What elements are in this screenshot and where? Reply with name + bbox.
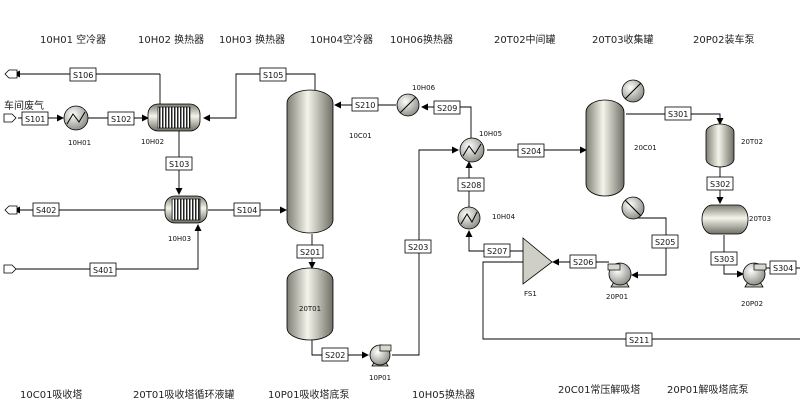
unit-label-10p01: 10P01 <box>369 374 391 382</box>
svg-text:S201: S201 <box>300 248 320 257</box>
pump-20p01[interactable]: 20P01 <box>606 262 632 301</box>
header-10h02: 10H02 换热器 <box>138 35 205 46</box>
feed-label: 车间废气 <box>4 101 44 112</box>
stream-s205[interactable]: S205 <box>651 234 679 249</box>
stream-s401[interactable]: S401 <box>89 262 117 277</box>
svg-text:S211: S211 <box>629 336 649 345</box>
condenser-20c01[interactable] <box>621 79 645 103</box>
header-20p01: 20P01解吸塔底泵 <box>667 385 749 396</box>
stream-s204[interactable]: S204 <box>517 143 545 158</box>
svg-text:S103: S103 <box>169 160 189 169</box>
unit-label-fs1: FS1 <box>524 290 537 298</box>
column-20c01[interactable]: 20C01 <box>585 99 657 197</box>
heater-10h04[interactable]: 10H04 <box>457 206 516 230</box>
unit-label-20p02: 20P02 <box>741 300 763 308</box>
stream-s104[interactable]: S104 <box>233 202 261 217</box>
unit-label-20p01: 20P01 <box>606 293 628 301</box>
svg-text:S302: S302 <box>710 180 730 189</box>
stream-s302[interactable]: S302 <box>706 176 734 191</box>
header-20t03: 20T03收集罐 <box>592 35 654 46</box>
svg-text:S204: S204 <box>521 147 541 156</box>
header-10h03: 10H03 换热器 <box>219 35 286 46</box>
svg-text:S207: S207 <box>487 247 507 256</box>
header-10h04: 10H04空冷器 <box>310 35 373 46</box>
unit-label-10h05: 10H05 <box>479 130 502 138</box>
svg-text:S102: S102 <box>111 115 131 124</box>
svg-text:S203: S203 <box>408 243 428 252</box>
svg-text:S304: S304 <box>773 264 793 273</box>
svg-text:S206: S206 <box>573 258 593 267</box>
stream-s102[interactable]: S102 <box>107 111 135 126</box>
header-20t02: 20T02中间罐 <box>494 35 556 46</box>
column-10c01[interactable]: 10C01 <box>286 89 372 234</box>
unit-label-10h02: 10H02 <box>141 138 164 146</box>
stream-labels: S101 S102 S106 S105 S103 S402 S104 S401 … <box>21 67 797 362</box>
stream-s210[interactable]: S210 <box>351 97 379 112</box>
svg-text:S208: S208 <box>461 181 481 190</box>
tank-20t01[interactable]: 20T01 <box>286 267 334 341</box>
unit-label-20t03: 20T03 <box>749 215 771 223</box>
pump-20p02[interactable]: 20P02 <box>741 262 767 308</box>
svg-text:S303: S303 <box>714 255 734 264</box>
stream-s208[interactable]: S208 <box>457 177 485 192</box>
svg-text:S401: S401 <box>93 266 113 275</box>
stream-s304[interactable]: S304 <box>769 260 797 275</box>
stream-s301[interactable]: S301 <box>664 106 692 121</box>
header-10h01: 10H01 空冷器 <box>40 35 107 46</box>
header-10c01: 10C01吸收塔 <box>20 390 83 401</box>
svg-text:S104: S104 <box>237 206 257 215</box>
svg-text:S210: S210 <box>355 101 375 110</box>
stream-s202[interactable]: S202 <box>321 347 349 362</box>
stream-s211[interactable]: S211 <box>625 332 653 347</box>
unit-label-10h03: 10H03 <box>168 235 191 243</box>
stream-s106[interactable]: S106 <box>69 67 97 82</box>
header-10h05: 10H05换热器 <box>412 390 475 401</box>
exchanger-10h03[interactable]: 10H03 <box>164 195 208 243</box>
stream-s103[interactable]: S103 <box>165 156 193 171</box>
unit-label-20t01: 20T01 <box>299 305 321 313</box>
svg-text:S301: S301 <box>668 110 688 119</box>
svg-text:S209: S209 <box>437 104 457 113</box>
stream-s206[interactable]: S206 <box>569 254 597 269</box>
unit-label-20c01: 20C01 <box>634 144 657 152</box>
unit-label-10h01: 10H01 <box>68 139 91 147</box>
header-20c01: 20C01常压解吸塔 <box>558 385 641 396</box>
header-10h06: 10H06换热器 <box>390 35 453 46</box>
svg-text:S202: S202 <box>325 351 345 360</box>
svg-text:S402: S402 <box>36 206 56 215</box>
header-10p01: 10P01吸收塔底泵 <box>268 390 350 401</box>
unit-label-20t02: 20T02 <box>741 138 763 146</box>
stream-s209[interactable]: S209 <box>433 100 461 115</box>
stream-s105[interactable]: S105 <box>259 67 287 82</box>
pump-10p01[interactable]: 10P01 <box>369 344 392 382</box>
unit-label-10h06: 10H06 <box>412 84 436 92</box>
stream-s207[interactable]: S207 <box>483 243 511 258</box>
reboiler-20c01[interactable] <box>621 196 645 220</box>
svg-text:S101: S101 <box>25 115 45 124</box>
heater-10h05[interactable]: 10H05 <box>459 130 502 163</box>
stream-s203[interactable]: S203 <box>404 239 432 254</box>
svg-text:S105: S105 <box>263 71 283 80</box>
tank-20t03[interactable]: 20T03 <box>701 204 771 235</box>
port-arrows <box>3 69 18 274</box>
heater-10h01[interactable]: 10H01 <box>63 105 91 147</box>
splitter-fs1[interactable]: FS1 <box>522 237 553 298</box>
svg-text:S205: S205 <box>655 238 675 247</box>
stream-s201[interactable]: S201 <box>296 244 324 259</box>
header-20t01: 20T01吸收塔循环液罐 <box>133 390 235 401</box>
unit-label-10h04: 10H04 <box>492 213 516 221</box>
tank-20t02[interactable]: 20T02 <box>705 123 763 168</box>
header-20p02: 20P02装车泵 <box>693 35 755 46</box>
stream-s101[interactable]: S101 <box>21 111 49 126</box>
stream-s303[interactable]: S303 <box>710 251 738 266</box>
svg-text:S106: S106 <box>73 71 93 80</box>
exchanger-10h02[interactable]: 10H02 <box>141 103 201 146</box>
stream-s402[interactable]: S402 <box>32 202 60 217</box>
heater-10h06[interactable]: 10H06 <box>396 84 436 117</box>
unit-label-10c01: 10C01 <box>349 132 372 140</box>
